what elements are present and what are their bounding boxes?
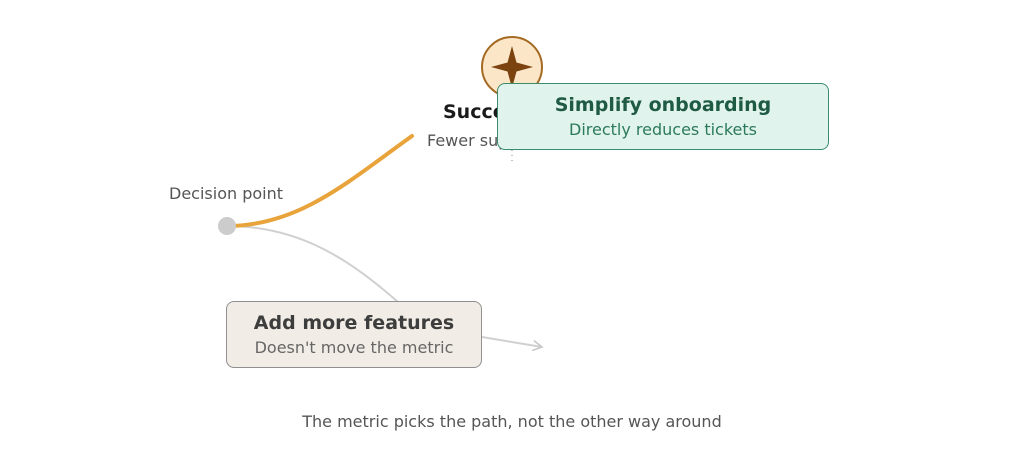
decision-point-dot bbox=[218, 217, 236, 235]
decision-point-label: Decision point bbox=[169, 184, 284, 203]
star-icon bbox=[491, 46, 533, 88]
card-subtitle: Directly reduces tickets bbox=[569, 119, 757, 139]
success-node-title: Succe bbox=[443, 101, 506, 123]
muted-path bbox=[226, 225, 399, 303]
diagram-caption: The metric picks the path, not the other… bbox=[302, 412, 722, 431]
card-title: Simplify onboarding bbox=[554, 93, 772, 116]
success-node bbox=[481, 36, 543, 98]
simplify-onboarding-card: Simplify onboarding Directly reduces tic… bbox=[497, 83, 829, 150]
add-more-features-card: Add more features Doesn't move the metri… bbox=[226, 301, 482, 368]
muted-path-arrow bbox=[481, 336, 544, 352]
card-title: Add more features bbox=[253, 311, 455, 334]
card-subtitle: Doesn't move the metric bbox=[254, 337, 454, 357]
highlight-path bbox=[225, 134, 414, 228]
success-node-subtitle: Fewer sup bbox=[427, 131, 509, 150]
